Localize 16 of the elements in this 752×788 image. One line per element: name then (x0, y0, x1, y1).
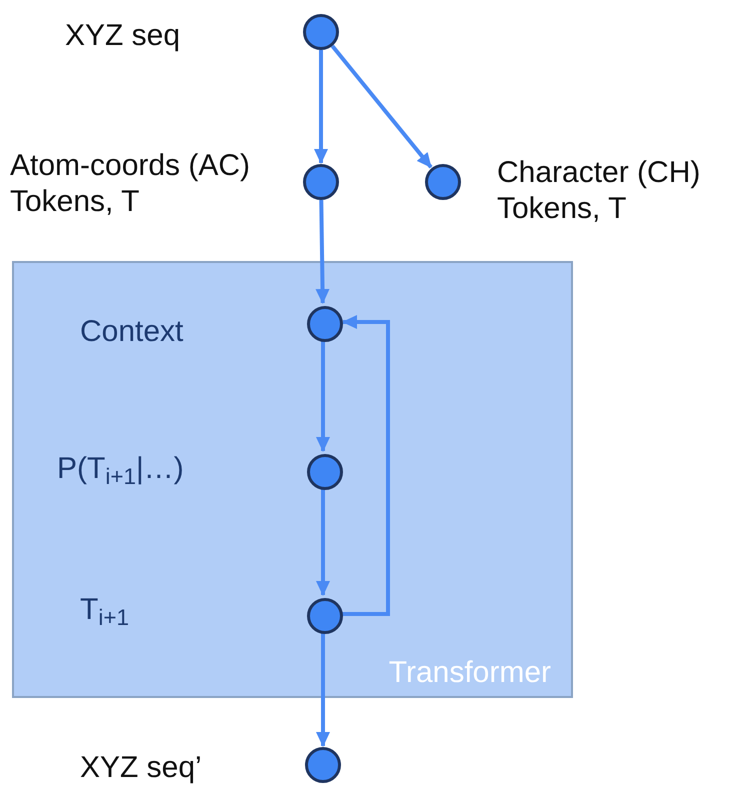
transformer-block (12, 261, 573, 698)
arrow (316, 200, 330, 304)
arrow (314, 50, 328, 164)
node-label: Context (80, 314, 184, 350)
arrow (316, 632, 330, 747)
arrow (316, 340, 330, 452)
node-label: XYZ seq’ (80, 750, 203, 786)
node-label: T$_{i+1}$ (80, 592, 130, 628)
node-label: P(T$_{i+1}$|…) (57, 451, 185, 487)
block-title: Transformer (388, 658, 551, 688)
arrow (330, 44, 433, 169)
node-label: Atom-coords (AC) Tokens, T (10, 148, 252, 220)
arrow (341, 315, 390, 616)
node-label: Character (CH) Tokens, T (497, 155, 702, 227)
arrow (316, 488, 330, 596)
node-label: XYZ seq (65, 18, 182, 54)
